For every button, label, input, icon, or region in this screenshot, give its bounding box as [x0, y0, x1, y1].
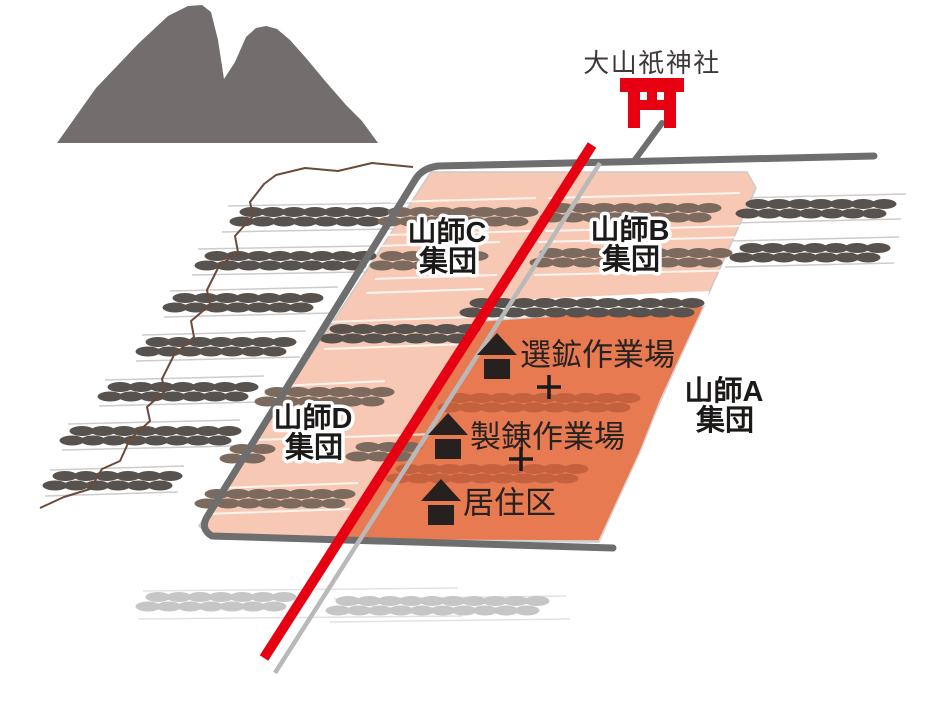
main-route-red-line — [259, 142, 597, 661]
ore-pile-row — [97, 382, 259, 402]
ore-pile-row — [135, 592, 297, 612]
house-icon — [421, 479, 461, 525]
terrace-line — [729, 236, 900, 242]
ore-pile-row — [59, 426, 242, 446]
terrace-line — [163, 312, 333, 318]
ore-pile-row — [729, 243, 891, 263]
ore-pile-row — [369, 251, 489, 271]
terrace-line — [737, 193, 907, 199]
facility-label: 居住区 — [463, 486, 556, 521]
miner-group-d-label: 集団 — [284, 431, 343, 464]
miner-group-a-label: 集団 — [695, 404, 754, 437]
terrace-line — [365, 288, 485, 294]
miner-group-d-label: 山師D — [274, 402, 353, 435]
plus-mark — [537, 375, 561, 399]
terrace-line — [61, 445, 235, 451]
terrace-line — [724, 262, 895, 268]
ore-pile-row — [437, 393, 641, 413]
terrace-line — [385, 230, 533, 236]
shrine: 大山祇神社 — [583, 48, 721, 128]
terrace-line — [169, 286, 339, 292]
terrace-line — [104, 375, 265, 381]
cliff-edge-line — [39, 162, 414, 509]
terrace-line — [137, 615, 463, 620]
ore-pile-row — [194, 251, 377, 271]
ore-pile-row — [735, 199, 897, 219]
torii-gate-icon — [620, 78, 684, 128]
settlement-border-road — [200, 152, 878, 552]
terrace-line — [279, 380, 386, 387]
side-track-line — [273, 161, 602, 675]
miner-group-a-label: 山師A — [685, 375, 764, 408]
terrace-line — [544, 225, 743, 232]
smelting-site: 製錬作業場 — [428, 413, 625, 471]
miner-group-c-label: 集団 — [418, 245, 477, 278]
shrine-label: 大山祇神社 — [583, 48, 721, 78]
terrace-line — [329, 618, 571, 623]
terrace-line — [141, 330, 307, 336]
terrace-line — [203, 508, 351, 515]
terrace-line — [389, 197, 537, 203]
ore-pile-row — [162, 293, 324, 313]
ore-pile-row — [42, 471, 183, 491]
terrace-line — [323, 343, 470, 350]
terrace-line — [374, 274, 498, 280]
terrace-line — [537, 236, 749, 243]
terrace-line — [44, 491, 179, 497]
house-icon — [477, 333, 517, 379]
miner-group-c-label: 山師C — [408, 216, 487, 249]
terrace-line — [325, 316, 474, 323]
ore-dressing-site: 選鉱作業場 — [477, 333, 675, 399]
mountain-icon — [57, 5, 378, 143]
terrace-line — [49, 465, 185, 471]
ore-pile-row — [219, 444, 276, 464]
terrace-line — [142, 587, 459, 592]
terrace-line — [135, 356, 301, 362]
ore-pile-row — [325, 596, 550, 616]
terrace-line — [67, 419, 241, 425]
terrace-line — [732, 218, 902, 224]
terrace-line — [219, 482, 359, 489]
plus-mark — [509, 447, 533, 471]
shrine-path — [631, 120, 665, 164]
residential-area: 居住区 — [421, 479, 556, 525]
miner-group-b-label: 山師B — [591, 214, 670, 247]
ore-pile-row — [135, 337, 297, 357]
facility-label: 選鉱作業場 — [520, 338, 675, 373]
terrace-line — [98, 401, 259, 407]
house-icon — [428, 413, 468, 459]
terrace-line — [377, 241, 501, 247]
terrace-line — [533, 269, 747, 276]
facility-label: 製錬作業場 — [470, 420, 625, 455]
ore-pile-row — [385, 464, 589, 484]
miner-group-b-label: 集団 — [601, 243, 660, 276]
